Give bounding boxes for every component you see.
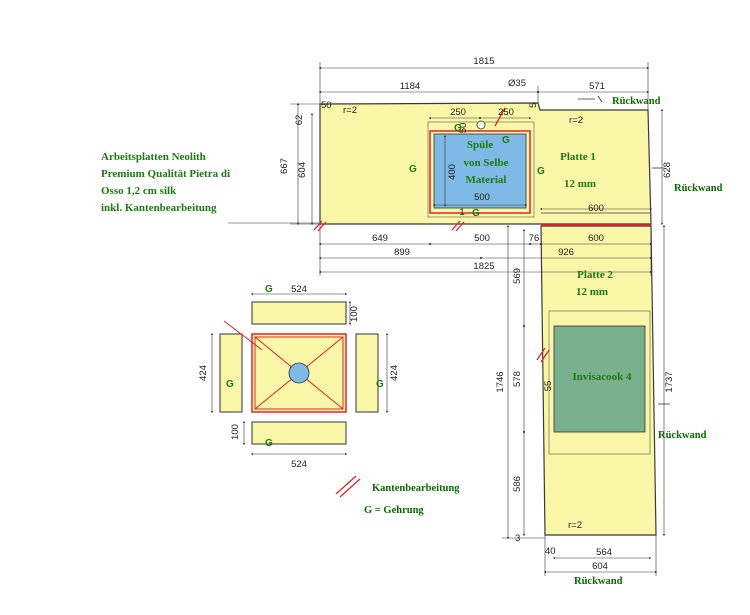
radius-2: r=2: [569, 115, 583, 126]
description-line-4: inkl. Kantenbearbeitung: [101, 202, 217, 214]
wall-markers: [578, 95, 670, 405]
edge-marks: [313, 107, 550, 363]
g-marker-box-top: G: [265, 284, 273, 295]
legend-kantenbearbeitung: Kantenbearbeitung: [372, 483, 460, 494]
dim-40: 40: [545, 546, 556, 557]
label-sink-1: Spüle: [467, 139, 493, 151]
dim-649: 649: [372, 233, 388, 244]
dim-926: 926: [558, 247, 574, 258]
dim-50b: 50: [458, 123, 469, 134]
tap-hole: [476, 120, 486, 130]
g-marker-box-bottom: G: [265, 438, 273, 449]
dim-628: 628: [662, 162, 673, 178]
dim-586: 586: [512, 476, 523, 492]
dim-578: 578: [512, 371, 523, 387]
label-hob: Invisacook 4: [573, 371, 632, 383]
dim-400: 400: [447, 164, 458, 180]
label-platte-1: Platte 1: [560, 151, 596, 163]
dim-1815: 1815: [473, 56, 494, 67]
label-sink-3: Material: [466, 174, 507, 186]
dim-571: 571: [589, 81, 605, 92]
label-platte-1-thickness: 12 mm: [564, 178, 596, 190]
hob-frame: [548, 310, 651, 455]
dim-3: 3: [515, 533, 520, 544]
sink-exploded: [219, 301, 379, 445]
sink-outer: [429, 130, 531, 214]
dim-500b: 500: [474, 233, 490, 244]
dim-899: 899: [394, 247, 410, 258]
dim-250b: 250: [498, 107, 514, 118]
description-line-3: Osso 1,2 cm silk: [101, 185, 177, 197]
label-rueckwand-top: Rückwand: [612, 96, 661, 107]
g-marker-left: G: [409, 164, 417, 175]
radius-1: r=2: [343, 105, 357, 116]
dim-1: 1: [459, 207, 464, 218]
description-line-1: Arbeitsplatten Neolith: [101, 151, 206, 163]
dim-100a: 100: [349, 306, 360, 322]
dim-250a: 250: [450, 107, 466, 118]
dim-35: Ø35: [508, 78, 526, 89]
label-rueckwand-bottom: Rückwand: [574, 576, 623, 587]
dim-524b: 524: [291, 459, 307, 470]
dim-100b: 100: [230, 424, 241, 440]
dim-1746: 1746: [495, 371, 506, 392]
dim-569: 569: [512, 268, 523, 284]
radius-3: r=2: [568, 520, 582, 531]
dim-lines: [228, 62, 666, 576]
dim-5: 5: [528, 103, 539, 108]
label-sink-2: von Selbe: [464, 157, 509, 169]
label-rueckwand-right-1: Rückwand: [674, 183, 723, 194]
g-marker-sink-bottom: G: [472, 208, 480, 219]
g-marker-sink-top: G: [502, 135, 510, 146]
label-platte-2-thickness: 12 mm: [576, 286, 608, 298]
g-marker-box-left: G: [226, 379, 234, 390]
g-marker-box-right: G: [376, 379, 384, 390]
dim-600b: 600: [588, 233, 604, 244]
sink-inner: [433, 133, 527, 209]
legend-gehrung: G = Gehrung: [364, 505, 424, 516]
dim-424b: 424: [389, 365, 400, 381]
dim-604b: 604: [592, 561, 608, 572]
legend-edge-mark: [335, 475, 361, 498]
dim-604: 604: [297, 162, 308, 178]
dim-667: 667: [279, 158, 290, 174]
g-marker-right: G: [537, 166, 545, 177]
dim-1825: 1825: [473, 261, 494, 272]
dim-564: 564: [596, 547, 612, 558]
dim-424a: 424: [198, 365, 209, 381]
description-line-2: Premium Qualität Pietra di: [101, 168, 230, 180]
dim-55: 55: [543, 381, 554, 392]
dim-76: 76: [529, 233, 540, 244]
label-platte-2: Platte 2: [577, 269, 613, 281]
label-rueckwand-right-2: Rückwand: [658, 430, 707, 441]
dim-500a: 500: [474, 192, 490, 203]
dim-62: 62: [294, 115, 305, 126]
g-marker-sink-tl: G: [454, 123, 462, 134]
dim-50: 50: [321, 100, 332, 111]
dim-600a: 600: [588, 203, 604, 214]
hob-cutout: [553, 325, 646, 433]
sink-dim-lines: [210, 292, 389, 456]
dim-1737: 1737: [664, 371, 675, 392]
dim-524a: 524: [291, 284, 307, 295]
dim-1184: 1184: [400, 81, 420, 92]
